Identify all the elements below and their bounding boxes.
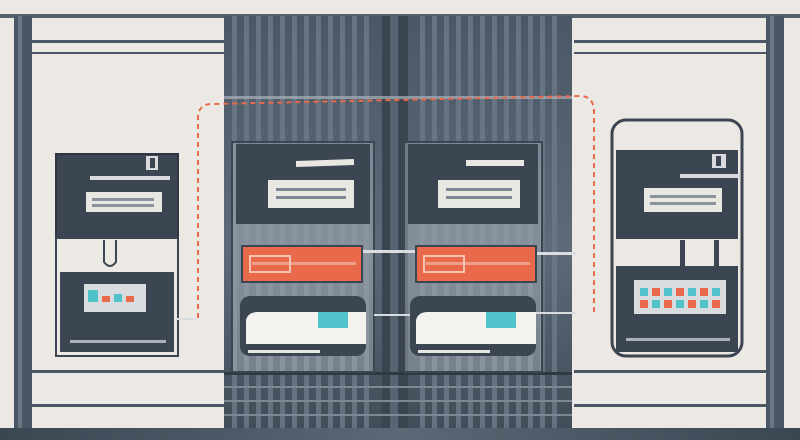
monitor-panel-icon — [610, 118, 744, 358]
teal-drive-icon — [240, 296, 536, 356]
floor — [0, 428, 800, 440]
orange-drive-bay-icon — [241, 245, 537, 283]
wall-frame-icon — [14, 16, 784, 436]
connector-cable-icon — [176, 250, 576, 320]
monitor-panel-icon — [55, 153, 179, 357]
dashed-link-icon — [197, 94, 595, 318]
